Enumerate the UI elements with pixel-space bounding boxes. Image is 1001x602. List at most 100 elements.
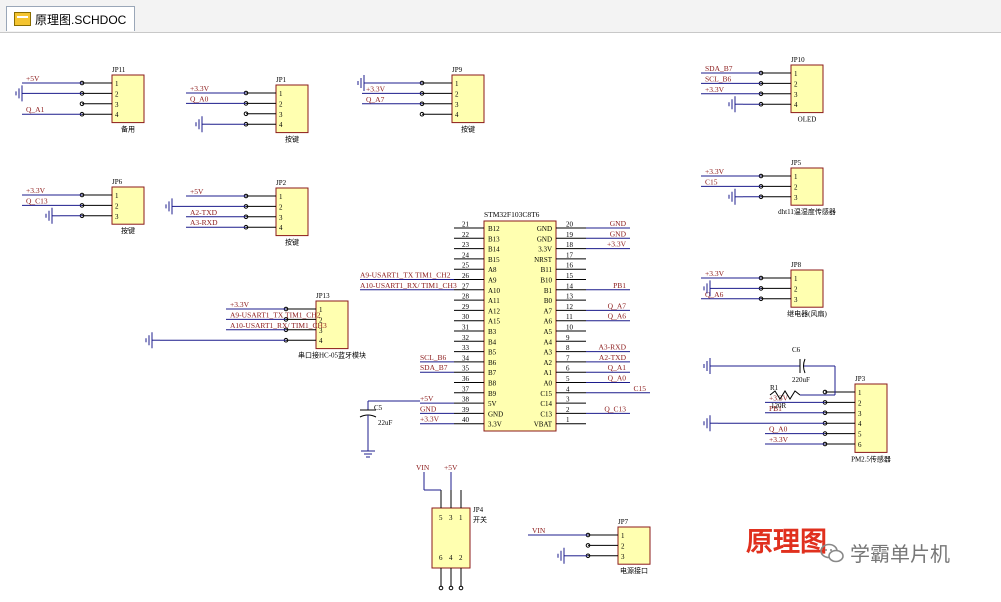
connector-jp10-pin-2-num: 2 <box>794 80 798 88</box>
brand-logo: 学霸单片机 <box>820 538 950 567</box>
connector-jp3-pin-4-num: 4 <box>858 420 862 428</box>
pin-end-dot <box>438 585 444 591</box>
mcu-left-net-26: A9-USART1_TX TIM1_CH2 <box>360 271 451 280</box>
net-label-jp13-1: +3.3V <box>230 300 250 309</box>
net-label-jp8-1: +3.3V <box>705 269 725 278</box>
connector-jp1-pin-4-num: 4 <box>279 121 283 129</box>
connector-jp7-desc: 电源接口 <box>620 566 648 575</box>
connector-jp2-desc: 按键 <box>285 238 299 247</box>
mcu-right-pin-num-3: 3 <box>566 396 570 404</box>
watermark-title: 原理图 <box>746 527 827 558</box>
net-label-jp9-2: +3.3V <box>366 84 386 93</box>
mcu-left-pin-num-40: 40 <box>462 416 470 424</box>
connector-jp3-body <box>854 383 888 453</box>
net-label-jp5-2: C15 <box>705 177 718 186</box>
connector-jp6-pin-3-num: 3 <box>115 213 119 221</box>
mcu-right-pin-name-15: B10 <box>540 277 552 285</box>
mcu-right-pin-name-14: B1 <box>544 287 553 295</box>
c6-ref: C6 <box>792 346 801 354</box>
mcu-right-pin-name-10: A5 <box>543 328 552 336</box>
connector-jp2-pin-3-num: 3 <box>279 214 283 222</box>
net-label-jp9-3: Q_A7 <box>366 95 385 104</box>
mcu-right-pin-num-2: 2 <box>566 406 570 414</box>
connector-jp10-pin-3-num: 3 <box>794 91 798 99</box>
mcu-left-pin-num-36: 36 <box>462 375 470 383</box>
mcu-right-net-14: PB1 <box>613 281 626 290</box>
mcu-right-net-12: Q_A7 <box>608 301 627 310</box>
mcu-right-pin-num-8: 8 <box>566 344 570 352</box>
r1-value: 120R <box>771 402 787 410</box>
mcu-left-pin-name-39: GND <box>488 410 503 418</box>
mcu-right-pin-num-4: 4 <box>566 385 570 393</box>
connector-jp11-pin-3-num: 3 <box>115 101 119 109</box>
connector-jp3-pin-1-num: 1 <box>858 389 862 397</box>
mcu-left-net-39: GND <box>420 404 437 413</box>
mcu-left-pin-name-24: B15 <box>488 256 500 264</box>
schematic-document-icon <box>14 12 31 26</box>
connector-jp6-pin-1-num: 1 <box>115 192 119 200</box>
connector-jp8-body <box>790 269 824 308</box>
connector-jp13-pin-4-num: 4 <box>319 337 323 345</box>
connector-jp10-body <box>790 64 824 114</box>
connector-jp7-ref: JP7 <box>618 518 629 526</box>
pin-end-dot <box>585 543 591 548</box>
mcu-right-pin-num-10: 10 <box>566 324 574 332</box>
connector-jp9-desc: 按键 <box>461 125 475 134</box>
r1-resistor-zigzag <box>769 390 801 400</box>
mcu-right-net-7: A2-TXD <box>599 353 627 362</box>
mcu-left-pin-num-25: 25 <box>462 262 470 270</box>
connector-jp9-pin-3-num: 3 <box>455 101 459 109</box>
net-label-jp6-1: +3.3V <box>26 186 46 195</box>
mcu-left-pin-name-40: 3.3V <box>488 421 502 429</box>
connector-jp5-ref: JP5 <box>791 159 802 167</box>
connector-jp9-ref: JP9 <box>452 66 463 74</box>
net-label-jp13-2: A9-USART1_TX TIM1_CH2 <box>230 310 321 319</box>
mcu-left-pin-name-31: B3 <box>488 328 497 336</box>
mcu-left-pin-num-26: 26 <box>462 272 470 280</box>
pin-end-dot <box>79 101 85 107</box>
connector-jp2-ref: JP2 <box>276 179 287 187</box>
mcu-left-net-27: A10-USART1_RX/ TIM1_CH3 <box>360 281 457 290</box>
connector-jp11-pin-4-num: 4 <box>115 111 119 119</box>
connector-jp6-body <box>111 186 145 225</box>
net-label-jp10-2: SCL_B6 <box>705 74 732 83</box>
mcu-right-pin-name-3: C14 <box>540 400 552 408</box>
net-label-jp8-3: Q_A6 <box>705 290 724 299</box>
mcu-left-pin-num-38: 38 <box>462 396 470 404</box>
pin-end-dot <box>822 389 828 395</box>
mcu-left-pin-name-29: A12 <box>488 307 501 315</box>
document-tab-bar: 原理图.SCHDOC <box>0 0 1001 33</box>
c6-plate-right <box>803 358 806 374</box>
mcu-right-pin-num-13: 13 <box>566 293 574 301</box>
connector-jp10-desc: OLED <box>798 116 817 124</box>
mcu-left-pin-name-35: B7 <box>488 369 497 377</box>
net-label-jp11-1: +5V <box>26 74 40 83</box>
mcu-left-net-34: SCL_B6 <box>420 353 447 362</box>
connector-jp2-pin-1-num: 1 <box>279 193 283 201</box>
mcu-ref: STM32F103C8T6 <box>484 210 540 219</box>
net-label-jp10-1: SDA_B7 <box>705 64 733 73</box>
mcu-right-pin-name-4: C15 <box>540 390 552 398</box>
wechat-icon <box>820 543 844 563</box>
mcu-right-pin-num-1: 1 <box>566 416 570 424</box>
mcu-left-pin-name-32: B4 <box>488 338 497 346</box>
connector-jp11-pin-1-num: 1 <box>115 80 119 88</box>
connector-jp9-pin-1-num: 1 <box>455 80 459 88</box>
mcu-right-pin-name-8: A3 <box>543 349 552 357</box>
net-label-jp3-6: +3.3V <box>769 435 789 444</box>
mcu-left-pin-name-27: A10 <box>488 287 501 295</box>
connector-jp7-pin-1-num: 1 <box>621 532 625 540</box>
pin-end-dot <box>419 111 425 117</box>
connector-jp8-pin-2-num: 2 <box>794 285 798 293</box>
connector-jp13-desc: 串口接HC-05蓝牙模块 <box>298 351 366 360</box>
mcu-left-pin-num-35: 35 <box>462 365 470 373</box>
connector-jp7-pin-3-num: 3 <box>621 553 625 561</box>
mcu-right-pin-name-5: A0 <box>543 380 552 388</box>
schematic-canvas[interactable]: JP11备用1+5V234Q_A1JP1按键1+3.3V2Q_A034JP9按键… <box>0 33 1001 597</box>
document-tab[interactable]: 原理图.SCHDOC <box>6 6 136 31</box>
connector-jp5-desc: dht11温湿度传感器 <box>778 207 836 216</box>
net-label-jp7-1: VIN <box>532 526 546 535</box>
mcu-right-pin-num-12: 12 <box>566 303 574 311</box>
connector-jp1-ref: JP1 <box>276 76 287 84</box>
